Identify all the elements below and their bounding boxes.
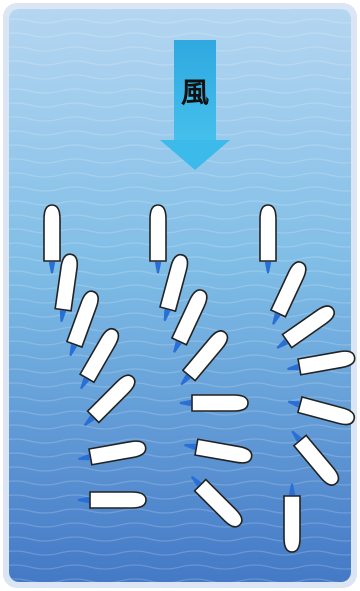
boat-hull: [260, 205, 276, 261]
boat-hull: [90, 492, 146, 508]
boat-hull: [284, 496, 300, 552]
boat-hull: [192, 395, 248, 411]
boat-hull: [150, 205, 166, 261]
wind-label: 風: [181, 76, 209, 109]
boat-hull: [44, 205, 60, 261]
